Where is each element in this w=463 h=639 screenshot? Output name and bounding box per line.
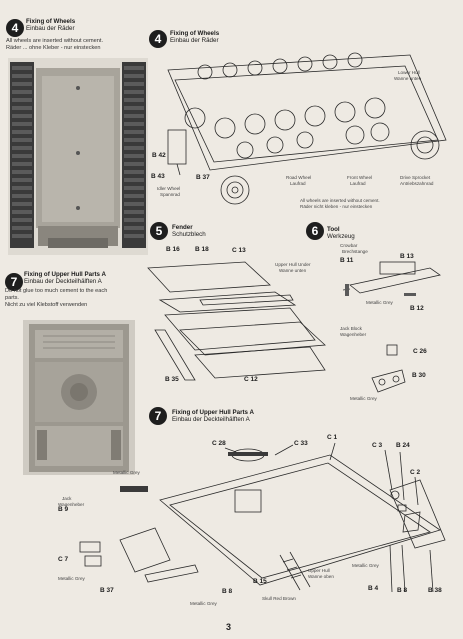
- label-jack: Jack: [62, 496, 72, 501]
- label-road-wheel: Road Wheel: [286, 175, 312, 180]
- label-metallic-grey-step7-3: Metallic Grey: [190, 601, 217, 606]
- label-road-wheel-de: Laufrad: [290, 181, 306, 186]
- label-jack-block: Jack Block: [340, 326, 362, 331]
- label-c13: C 13: [232, 247, 246, 254]
- label-upper-hull-de: Wanne oben: [308, 574, 334, 579]
- hull-photo-upper-view: [23, 320, 135, 475]
- label-idler-wheel-de: Spannrad: [160, 192, 180, 197]
- step-7-title-de-right: Einbau der Deckteilhälften A: [172, 416, 250, 423]
- step-7-title-en-left: Fixing of Upper Hull Parts A: [24, 271, 106, 278]
- step-4-title-en-left: Fixing of Wheels: [26, 18, 76, 25]
- label-metallic-grey-step6: Metallic Grey: [366, 300, 393, 305]
- label-crowbar-de: Brechstange: [342, 249, 368, 254]
- label-upper-hull-under-de: Wanne unten: [279, 268, 307, 273]
- step-7-title-en-right: Fixing of Upper Hull Parts A: [172, 409, 254, 416]
- label-b24: B 24: [396, 442, 410, 449]
- label-c3: C 3: [372, 442, 383, 449]
- label-b35: B 35: [165, 376, 179, 383]
- label-upper-hull: Upper Hull: [308, 568, 330, 573]
- step-7-title-de-left: Einbau der Deckteilhälften A: [24, 278, 102, 285]
- label-metallic-grey-step7: Metallic Grey: [113, 470, 140, 475]
- step-4-title-en-right: Fixing of Wheels: [170, 30, 220, 37]
- label-c2: C 2: [410, 469, 421, 476]
- step-4-note-en-left: All wheels are inserted without cement.: [6, 38, 104, 44]
- label-lower-hull-de: Wanne unten: [394, 76, 422, 81]
- hull-photo-bottom-view: [8, 58, 148, 255]
- label-c28: C 28: [212, 440, 226, 447]
- label-b43: B 43: [151, 173, 165, 180]
- label-b9: B 9: [58, 506, 69, 513]
- label-c1: C 1: [327, 434, 338, 441]
- label-crowbar: Crowbar: [340, 243, 358, 248]
- step-4-badge-right: 4: [149, 30, 167, 48]
- step-4-note-en-right: All wheels are inserted without cement.: [300, 198, 380, 203]
- label-jack-block-de: Wagenheber: [340, 332, 367, 337]
- label-metallic-grey-step6-2: Metallic Grey: [350, 396, 377, 401]
- label-b11: B 11: [340, 257, 354, 264]
- label-b13: B 13: [400, 253, 414, 260]
- label-upper-hull-under: Upper Hull Under: [275, 262, 311, 267]
- step-4-badge-left: 4: [6, 19, 24, 37]
- label-b16: B 16: [166, 246, 180, 253]
- label-c26: C 26: [413, 348, 427, 355]
- step-7-badge-right: 7: [149, 407, 167, 425]
- label-idler-wheel: Idler Wheel: [157, 186, 181, 191]
- step-6-title-en: Tool: [327, 226, 340, 233]
- label-b42: B 42: [152, 152, 166, 159]
- label-b4: B 4: [368, 585, 379, 592]
- label-b8-a: B 8: [222, 588, 233, 595]
- label-c12: C 12: [244, 376, 258, 383]
- step-6-title-de: Werkzeug: [327, 233, 355, 240]
- label-b15: B 15: [253, 578, 267, 585]
- step-4-note-de-right: Räder nicht kleben - nur einstecken: [300, 204, 373, 209]
- label-b30: B 30: [412, 372, 426, 379]
- step-7-note-en-2-left: parts.: [5, 295, 19, 301]
- step-4-note-de-left: Räder ... ohne Kleber - nur einstecken: [6, 45, 101, 51]
- step-7-badge-left: 7: [5, 273, 23, 291]
- step-5-badge: 5: [150, 222, 168, 240]
- step-5-title-en: Fender: [172, 224, 193, 231]
- label-b38: B 38: [428, 587, 442, 594]
- step-7-note-en-1-left: Do not glue too much cement to the each: [5, 288, 108, 294]
- label-metallic-grey-step7-2: Metallic Grey: [58, 576, 85, 581]
- step-4-title-de-left: Einbau der Räder: [26, 25, 75, 32]
- label-metallic-grey-step7-4: Metallic Grey: [352, 563, 379, 568]
- label-b18: B 18: [195, 246, 209, 253]
- label-c33: C 33: [294, 440, 308, 447]
- step-6-badge: 6: [306, 222, 324, 240]
- label-b8-b: B 8: [397, 587, 408, 594]
- label-b12: B 12: [410, 305, 424, 312]
- label-b37-step7: B 37: [100, 587, 114, 594]
- step-4-title-de-right: Einbau der Räder: [170, 37, 219, 44]
- step-5-title-de: Schutzblech: [172, 231, 206, 238]
- label-skull-red-brown: Skull Red Brown: [262, 596, 296, 601]
- label-b37-step4: B 37: [196, 174, 210, 181]
- label-c7: C 7: [58, 556, 69, 563]
- step-7-note-de-left: Nicht zu viel Klebstoff verwenden: [5, 302, 88, 308]
- label-lower-hull: Lower Hull: [398, 70, 420, 75]
- label-front-wheel-de: Laufrad: [350, 181, 366, 186]
- label-jack-de: Wagenheber: [58, 502, 85, 507]
- label-front-wheel: Front Wheel: [347, 175, 373, 180]
- label-drive-sprocket: Drive Sprocket: [400, 175, 431, 180]
- label-drive-sprocket-de: Antriebszahnrad: [400, 181, 434, 186]
- page-number: 3: [226, 622, 232, 632]
